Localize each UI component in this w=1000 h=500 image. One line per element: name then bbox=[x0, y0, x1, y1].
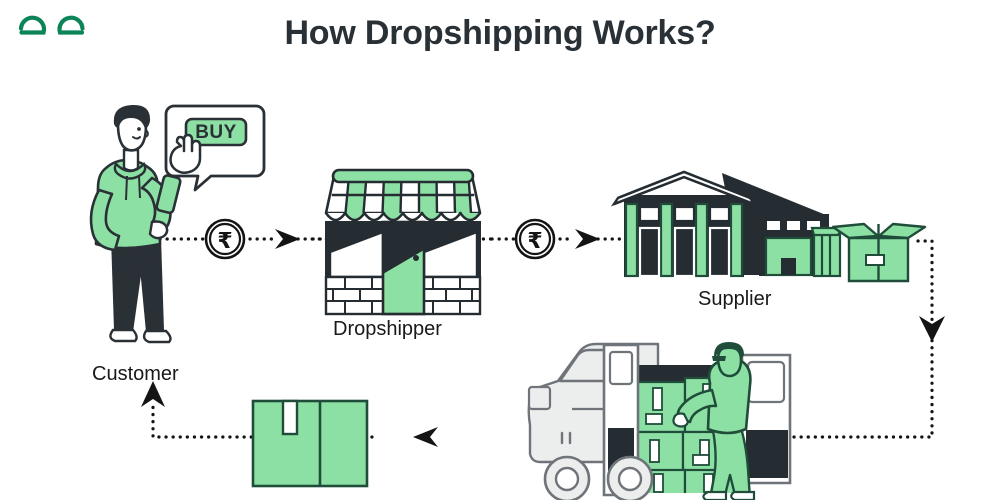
customer-person-with-phone-icon bbox=[89, 104, 182, 344]
page-title: How Dropshipping Works? bbox=[284, 14, 716, 52]
node-label-supplier: Supplier bbox=[698, 288, 772, 310]
speech-bubble-buy-button[interactable]: BUY bbox=[164, 104, 266, 192]
warehouse-crates bbox=[810, 226, 844, 278]
van-wheels bbox=[543, 455, 654, 500]
buy-button-label: BUY bbox=[195, 122, 237, 143]
sealed-parcel-box-icon bbox=[251, 399, 369, 488]
arrow-right-2-icon bbox=[575, 229, 600, 249]
rupee-symbol-2: ₹ bbox=[527, 229, 542, 254]
shop-awning bbox=[324, 168, 482, 222]
flow-bottom-to-customer bbox=[151, 402, 374, 439]
arrow-left-icon bbox=[413, 427, 438, 447]
warehouse-building-icon bbox=[610, 170, 844, 278]
node-label-customer: Customer bbox=[92, 363, 179, 385]
flow-arrowheads bbox=[141, 229, 945, 447]
storefront-shop-icon bbox=[324, 168, 482, 316]
delivery-van-with-worker-icon bbox=[527, 342, 792, 500]
arrow-down-icon bbox=[919, 316, 945, 342]
geeksforgeeks-logo[interactable] bbox=[16, 14, 88, 54]
open-cardboard-box-icon bbox=[831, 222, 927, 283]
pointing-hand-icon bbox=[169, 133, 202, 174]
rupee-symbol-1: ₹ bbox=[217, 229, 232, 254]
node-label-dropshipper: Dropshipper bbox=[333, 318, 442, 340]
arrow-right-1-icon bbox=[275, 229, 300, 249]
rupee-coin-icon: ₹ bbox=[514, 218, 556, 260]
parcel-label bbox=[281, 399, 299, 436]
smartphone-icon bbox=[155, 174, 182, 215]
buy-button[interactable] bbox=[184, 117, 248, 147]
rupee-coin-icon: ₹ bbox=[204, 218, 246, 260]
delivery-worker-icon bbox=[672, 342, 756, 500]
arrow-up-icon bbox=[141, 381, 165, 407]
